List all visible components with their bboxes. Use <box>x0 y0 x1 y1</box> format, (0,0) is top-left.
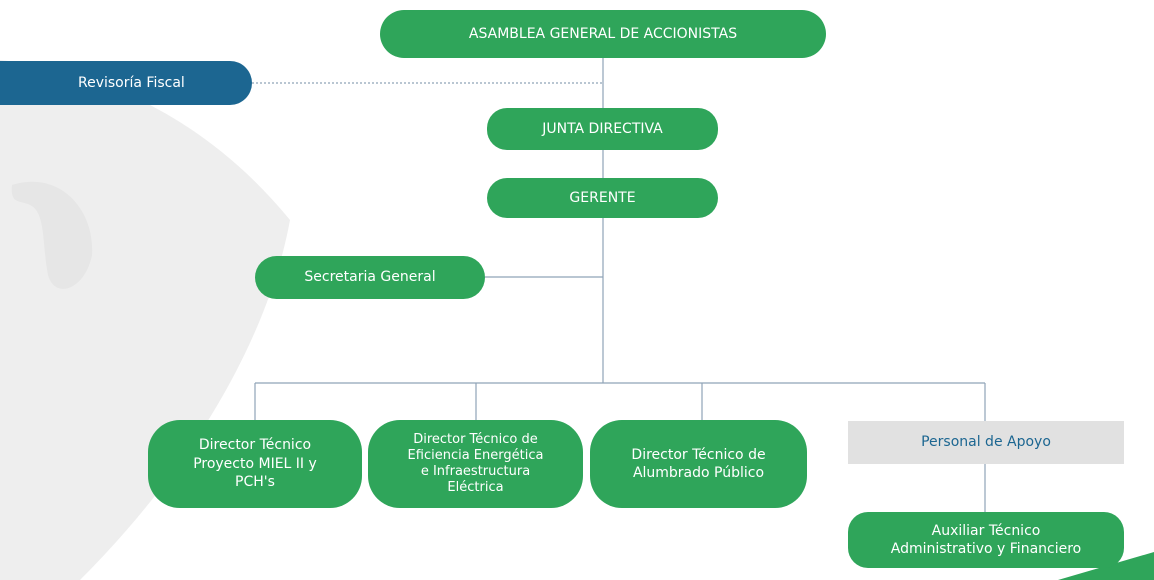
node-gerente: GERENTE <box>487 178 718 218</box>
node-revisoria-fiscal: Revisoría Fiscal <box>0 61 252 105</box>
node-junta-directiva: JUNTA DIRECTIVA <box>487 108 718 150</box>
watermark-inner-shape <box>11 181 93 289</box>
node-junta-label: JUNTA DIRECTIVA <box>542 120 663 137</box>
watermark-large-shape <box>0 60 290 580</box>
node-director-alumbrado-label: Director Técnico de Alumbrado Público <box>631 446 766 481</box>
node-auxiliar-label: Auxiliar Técnico Administrativo y Financ… <box>890 522 1082 557</box>
node-director-eficiencia: Director Técnico de Eficiencia Energétic… <box>368 420 583 508</box>
node-secretaria-general: Secretaria General <box>255 256 485 299</box>
node-revisoria-label: Revisoría Fiscal <box>78 74 185 91</box>
node-personal-apoyo: Personal de Apoyo <box>848 421 1124 464</box>
node-asamblea: ASAMBLEA GENERAL DE ACCIONISTAS <box>380 10 826 58</box>
node-director-eficiencia-label: Director Técnico de Eficiencia Energétic… <box>407 431 544 496</box>
node-personal-apoyo-label: Personal de Apoyo <box>921 434 1051 451</box>
node-director-alumbrado: Director Técnico de Alumbrado Público <box>590 420 807 508</box>
node-director-miel-label: Director Técnico Proyecto MIEL II y PCH'… <box>193 437 317 491</box>
node-secretaria-label: Secretaria General <box>304 269 436 286</box>
node-auxiliar: Auxiliar Técnico Administrativo y Financ… <box>848 512 1124 568</box>
node-director-miel: Director Técnico Proyecto MIEL II y PCH'… <box>148 420 362 508</box>
node-asamblea-label: ASAMBLEA GENERAL DE ACCIONISTAS <box>468 25 738 42</box>
node-gerente-label: GERENTE <box>569 189 636 206</box>
